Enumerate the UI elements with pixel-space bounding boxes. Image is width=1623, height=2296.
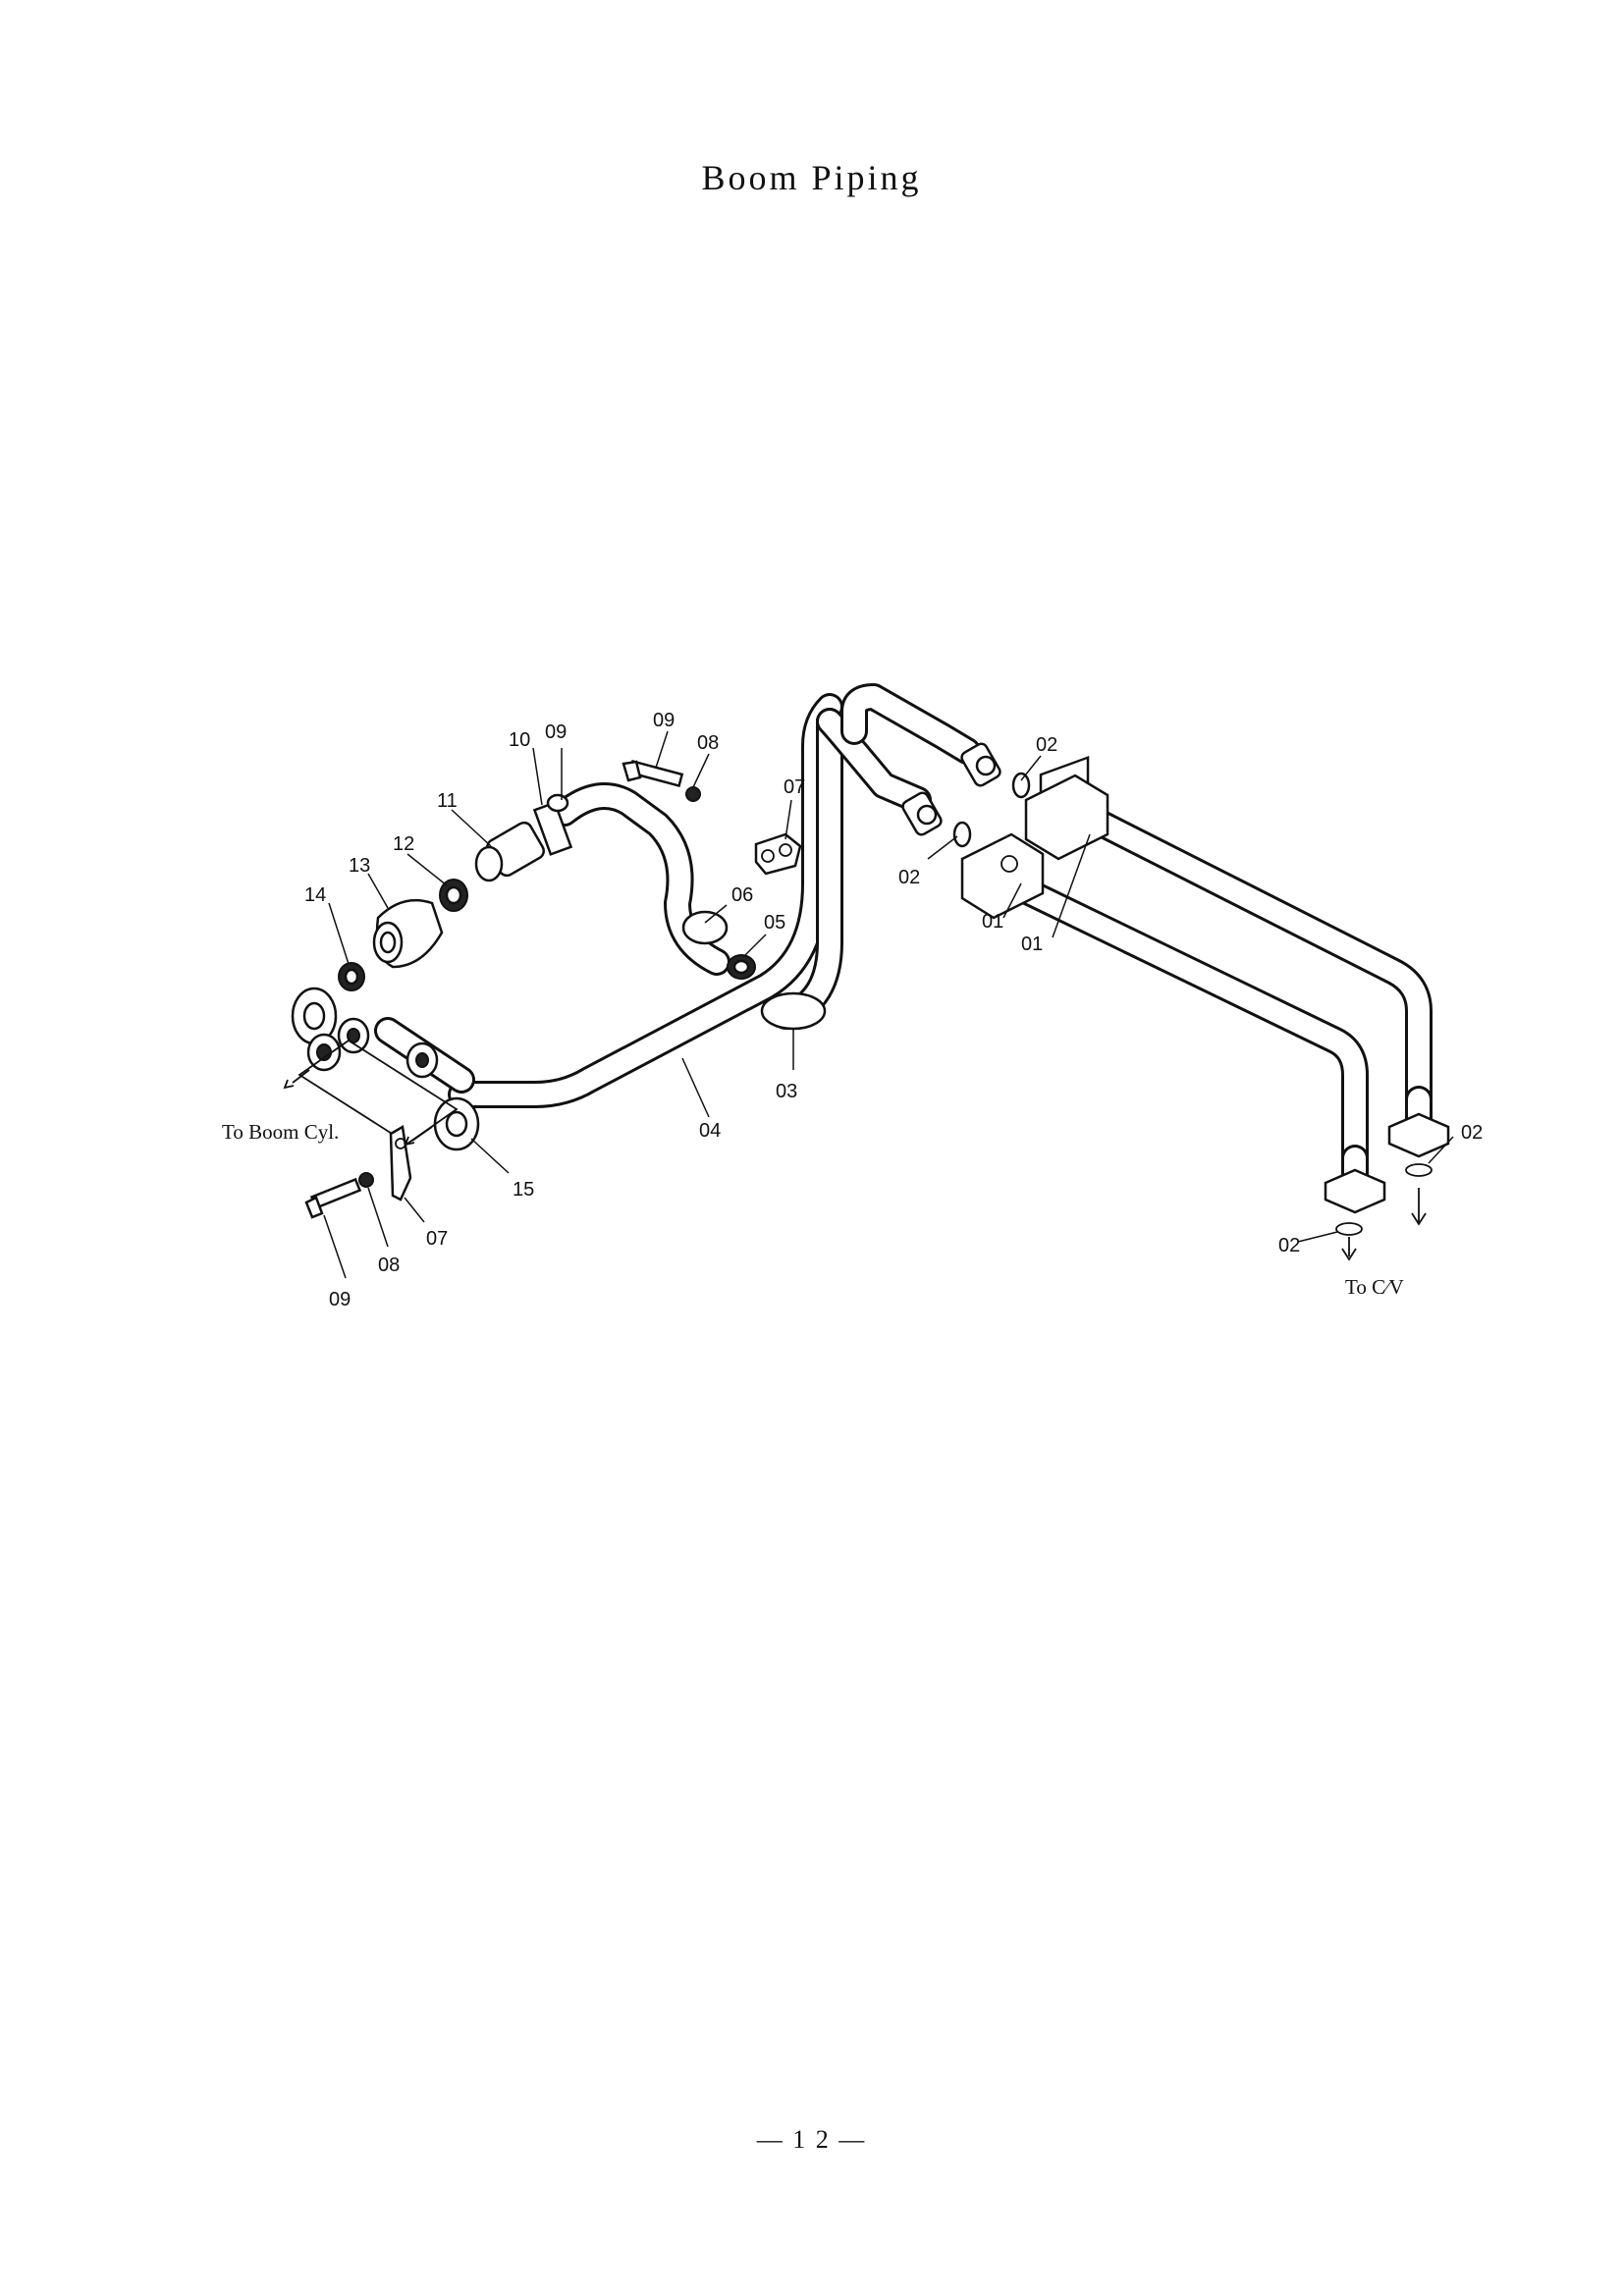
to-control-valve-label: To C∕V <box>1345 1275 1404 1299</box>
callout-label: 08 <box>378 1255 400 1276</box>
o-ring-02-upper <box>1011 772 1031 799</box>
hose-assembly <box>551 782 756 980</box>
callout-label: 12 <box>393 833 414 855</box>
bolt-09-upper <box>622 759 701 802</box>
callout-label: 01 <box>1021 934 1043 955</box>
pipe-01-rear <box>840 683 1433 1113</box>
callout-label: 11 <box>437 790 458 812</box>
callout-label: 06 <box>731 884 753 906</box>
bracket-07-lower <box>304 1124 412 1219</box>
callout-label: 05 <box>764 912 785 934</box>
callout-label: 09 <box>653 710 675 731</box>
clamp-blocks-01 <box>960 774 1109 920</box>
callout-label: 07 <box>784 776 805 798</box>
to-boom-cylinder-label: To Boom Cyl. <box>222 1120 339 1144</box>
o-ring-02-bottom-left <box>1335 1222 1363 1236</box>
callout-label: 10 <box>509 729 530 751</box>
callout-label: 03 <box>776 1081 797 1102</box>
parts-10-11 <box>474 793 573 882</box>
callout-label: 02 <box>898 867 920 888</box>
callout-label: 07 <box>426 1228 448 1250</box>
bottom-flanges <box>1324 1086 1450 1261</box>
callout-label: 09 <box>545 721 567 743</box>
fitting-12 <box>439 879 468 912</box>
pipe-01-front <box>1007 875 1369 1172</box>
callout-label: 01 <box>982 911 1003 933</box>
callout-label: 04 <box>699 1120 721 1142</box>
hose-fitting-06 <box>681 910 729 945</box>
flange-middle <box>901 791 972 848</box>
page-title: Boom Piping <box>701 158 922 197</box>
fitting-13 <box>372 898 444 969</box>
callout-label: 02 <box>1036 734 1057 756</box>
pipe-03-elbow <box>760 991 827 1031</box>
bracket-07-upper <box>754 832 802 876</box>
callout-label: 14 <box>304 884 326 906</box>
washer-08-lower <box>358 1172 374 1188</box>
callout-label: 02 <box>1461 1122 1483 1144</box>
page-number: — 1 2 — <box>756 2125 867 2154</box>
callout-label: 15 <box>513 1179 534 1201</box>
manifold-block <box>283 987 480 1151</box>
callout-label: 08 <box>697 732 719 754</box>
fitting-14 <box>338 962 365 991</box>
washer-08-upper <box>685 786 701 802</box>
callout-label: 13 <box>349 855 370 877</box>
callout-labels: 10 09 09 08 11 12 13 14 07 06 05 04 03 1… <box>304 710 1483 1310</box>
o-ring-02-middle <box>952 821 972 848</box>
leader-lines <box>323 730 1454 1279</box>
o-ring-02-bottom-right <box>1405 1163 1433 1177</box>
callout-label: 09 <box>329 1289 351 1310</box>
callout-label: 02 <box>1278 1235 1300 1256</box>
